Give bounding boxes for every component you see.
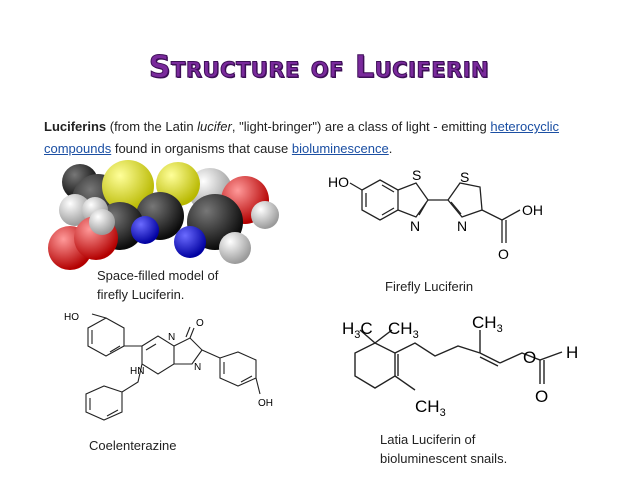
- intro-paragraph: Luciferins (from the Latin lucifer, "lig…: [44, 116, 604, 160]
- firefly-n1-label: N: [410, 218, 420, 234]
- coel-o-label: O: [196, 318, 204, 329]
- coel-ho-label: HO: [64, 312, 79, 323]
- coel-n2-label: N: [194, 362, 201, 373]
- space-filled-model-image: [48, 160, 279, 270]
- latia-ch3-b-label: CH3: [388, 319, 419, 341]
- latia-h-label: H: [566, 343, 578, 362]
- firefly-s2-label: S: [460, 169, 469, 185]
- intro-latin: lucifer: [197, 119, 232, 134]
- coel-n1-label: N: [168, 332, 175, 343]
- firefly-oh-label: OH: [522, 202, 543, 218]
- coelenterazine-structure: HO O N N HN OH: [64, 312, 273, 421]
- coelenterazine-caption: Coelenterazine: [89, 438, 177, 453]
- space-filled-caption-line1: Space-filled model of: [97, 268, 219, 283]
- firefly-n2-label: N: [457, 218, 467, 234]
- space-filled-caption: Space-filled model of firefly Luciferin.: [97, 266, 218, 304]
- firefly-ho-label: HO: [328, 174, 349, 190]
- coel-hn-label: HN: [130, 366, 144, 377]
- firefly-caption: Firefly Luciferin: [385, 279, 474, 294]
- latia-luciferin-structure: H3C CH3 CH3 CH3 O O H: [342, 313, 578, 419]
- intro-text-2: , "light-bringer") are a class of light …: [231, 119, 491, 134]
- latia-caption-line2: bioluminescent snails.: [380, 451, 508, 466]
- coel-oh-label: OH: [258, 398, 273, 409]
- intro-term: Luciferins: [44, 119, 107, 134]
- space-filled-caption-line2: firefly Luciferin.: [97, 287, 185, 302]
- bioluminescence-link[interactable]: bioluminescence: [291, 141, 389, 156]
- intro-text-1: (from the Latin: [106, 119, 198, 134]
- latia-caption-line1: Latia Luciferin of: [380, 432, 476, 447]
- latia-ch3-top-label: CH3: [472, 313, 503, 335]
- heterocyclic-compounds-link[interactable]: heterocyclic compounds: [44, 119, 559, 156]
- page-title: Structure of Luciferin: [148, 50, 490, 86]
- latia-ch3-a-label: H3C: [342, 319, 373, 341]
- latia-caption: Latia Luciferin of bioluminescent snails…: [380, 430, 507, 468]
- latia-ch3-bottom-label: CH3: [415, 397, 446, 419]
- firefly-o-label: O: [498, 246, 509, 262]
- firefly-s1-label: S: [412, 167, 421, 183]
- intro-text-3: found in organisms that cause: [111, 141, 292, 156]
- intro-text-4: .: [388, 141, 393, 156]
- latia-o1-label: O: [523, 348, 536, 367]
- latia-o2-label: O: [535, 387, 548, 406]
- firefly-luciferin-structure: HO S S N N OH O: [328, 167, 543, 262]
